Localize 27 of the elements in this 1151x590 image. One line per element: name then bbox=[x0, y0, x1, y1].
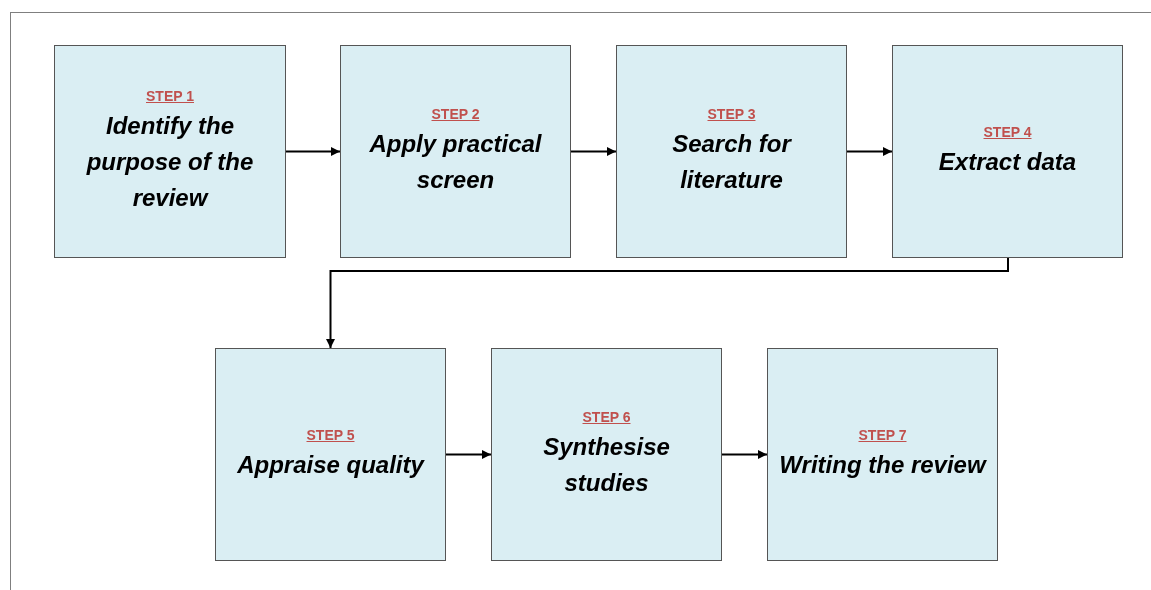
step-title: Writing the review bbox=[779, 449, 986, 480]
step-title: Identify the purpose of the review bbox=[85, 110, 255, 213]
process-box bbox=[340, 45, 571, 258]
arrow bbox=[285, 147, 341, 156]
arrow bbox=[445, 450, 492, 459]
process-box bbox=[215, 348, 446, 561]
arrow bbox=[570, 147, 617, 156]
arrow bbox=[326, 257, 1009, 349]
step-title: Search for literature bbox=[671, 128, 793, 195]
step-number: STEP 2 bbox=[431, 105, 480, 122]
step-number: STEP 6 bbox=[582, 408, 631, 425]
step-number: STEP 4 bbox=[983, 123, 1032, 140]
step-title: Extract data bbox=[938, 146, 1077, 177]
step-number: STEP 7 bbox=[858, 426, 907, 443]
process-box bbox=[767, 348, 998, 561]
step-title: Appraise quality bbox=[237, 449, 424, 480]
step-title: Apply practical screen bbox=[368, 128, 543, 195]
process-box bbox=[892, 45, 1123, 258]
process-box bbox=[54, 45, 286, 258]
step-number: STEP 5 bbox=[306, 426, 355, 443]
process-box bbox=[491, 348, 722, 561]
arrow bbox=[846, 147, 893, 156]
process-box bbox=[616, 45, 847, 258]
step-number: STEP 1 bbox=[146, 87, 194, 104]
step-title: Synthesise studies bbox=[542, 431, 671, 498]
arrow bbox=[721, 450, 768, 459]
step-number: STEP 3 bbox=[707, 105, 756, 122]
